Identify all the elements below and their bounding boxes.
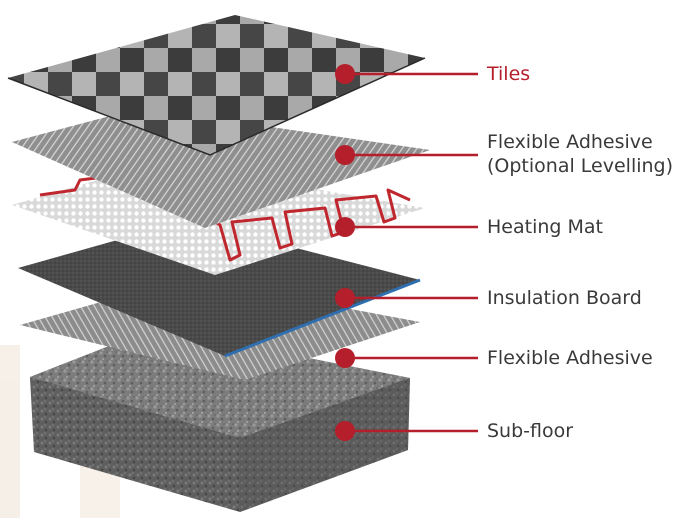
label-insulation-board: Insulation Board — [487, 286, 642, 310]
background-furniture — [0, 345, 120, 518]
label-heating-mat-text: Heating Mat — [487, 216, 603, 238]
flexible-adhesive-levelling-layer — [12, 108, 430, 228]
label-flexible-adhesive-levelling: Flexible Adhesive (Optional Levelling) — [487, 130, 673, 178]
marker-flexible-adhesive-levelling — [335, 145, 478, 165]
marker-insulation-board — [335, 288, 478, 308]
tiles-layer — [7, 15, 426, 156]
label-tiles-text: Tiles — [487, 63, 531, 85]
label-flexible-adhesive-levelling-line2: (Optional Levelling) — [487, 155, 674, 177]
marker-heating-mat — [335, 217, 478, 237]
sub-floor-layer — [30, 328, 410, 512]
label-heating-mat: Heating Mat — [487, 215, 603, 239]
marker-flexible-adhesive — [335, 348, 478, 368]
label-tiles: Tiles — [487, 62, 530, 86]
insulation-board-layer — [18, 220, 421, 358]
label-flexible-adhesive: Flexible Adhesive — [487, 346, 653, 370]
label-flexible-adhesive-text: Flexible Adhesive — [487, 347, 653, 369]
label-sub-floor: Sub-floor — [487, 419, 573, 443]
label-insulation-board-text: Insulation Board — [487, 287, 642, 309]
marker-tiles — [335, 64, 478, 84]
label-sub-floor-text: Sub-floor — [487, 420, 574, 442]
label-flexible-adhesive-levelling-line1: Flexible Adhesive — [487, 131, 653, 153]
marker-sub-floor — [335, 421, 478, 441]
